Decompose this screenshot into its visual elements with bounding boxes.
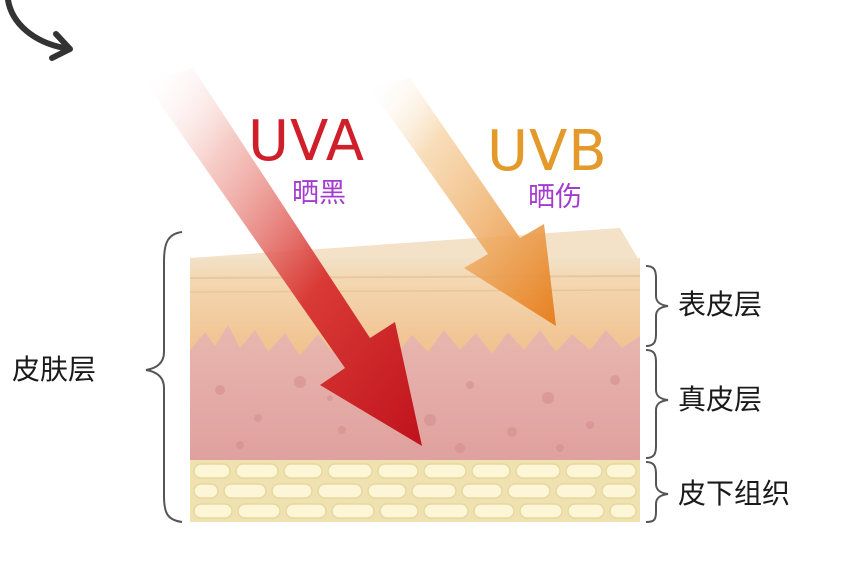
subcutaneous-label: 皮下组织 <box>678 477 791 510</box>
uvb-effect-label: 晒伤 <box>528 182 582 213</box>
dermis-layer <box>190 325 640 462</box>
dermis-label: 真皮层 <box>678 383 763 416</box>
curved-arrow-icon <box>5 0 73 61</box>
uva-arrow <box>145 68 422 446</box>
uva-effect-label: 晒黑 <box>292 178 346 209</box>
skin-layer-label: 皮肤层 <box>12 353 97 386</box>
skin-brace <box>145 231 183 523</box>
uvb-arrow <box>370 78 556 326</box>
skin-block <box>189 228 641 522</box>
uvb-label: UVB <box>487 119 608 184</box>
epidermis-label: 表皮层 <box>678 288 763 321</box>
epidermis-brace <box>645 265 669 347</box>
subcutaneous-brace <box>645 461 669 523</box>
uva-label: UVA <box>248 109 366 174</box>
dermis-brace <box>645 349 669 459</box>
